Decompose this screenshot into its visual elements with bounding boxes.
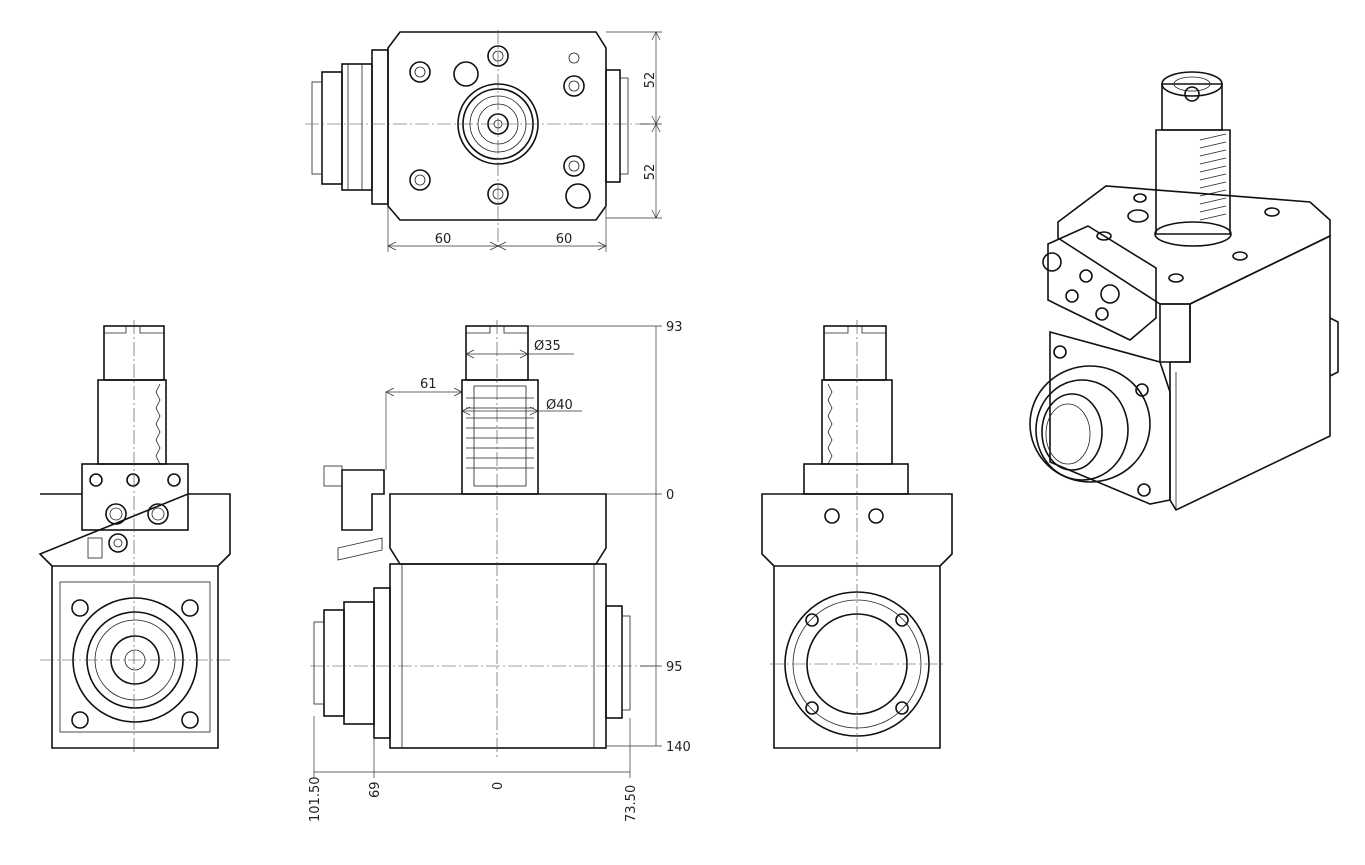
- dim-label-52-upper: 52: [643, 72, 658, 89]
- dim-label-diameter-40: Ø40: [546, 398, 573, 413]
- dim-label-diameter-35: Ø35: [534, 339, 561, 354]
- front-view: Ø35 Ø40 61 93 0 95 140 101.50 69 0 73.50: [308, 320, 691, 822]
- ordinate-69: 69: [368, 781, 383, 798]
- ordinate-73-50: 73.50: [624, 785, 639, 822]
- ordinate-0-horizontal: 0: [491, 782, 506, 790]
- ordinate-101-50: 101.50: [308, 777, 323, 823]
- top-view: 52 52 60 60: [305, 30, 662, 252]
- dim-label-52-lower: 52: [643, 164, 658, 181]
- side-view-right: [761, 320, 953, 752]
- dim-label-61: 61: [420, 377, 437, 392]
- isometric-view: [1029, 71, 1339, 512]
- ordinate-0-vertical: 0: [666, 488, 674, 503]
- ordinate-93: 93: [666, 320, 683, 335]
- dim-label-60-left: 60: [435, 232, 452, 247]
- ordinate-140: 140: [666, 740, 691, 755]
- ordinate-95: 95: [666, 660, 683, 675]
- dim-label-60-right: 60: [556, 232, 573, 247]
- side-view-left: [38, 320, 232, 752]
